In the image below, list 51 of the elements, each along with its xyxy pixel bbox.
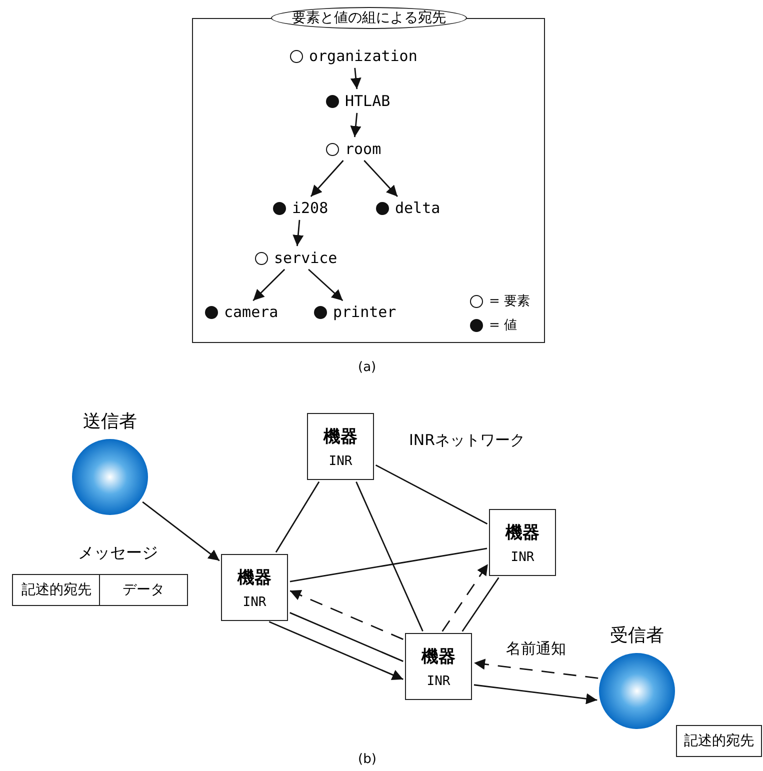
connector-line: [275, 481, 320, 553]
node-heading: 送信者: [83, 410, 137, 434]
legend-label: = 要素: [489, 293, 530, 310]
box-title: 機器: [238, 566, 272, 588]
tree-node-label: delta: [395, 199, 440, 217]
box-label: INR: [328, 454, 352, 468]
legend-label: = 値: [489, 317, 518, 334]
tree-node-label: printer: [333, 303, 396, 321]
box-title: 機器: [422, 646, 456, 668]
arrow: [364, 160, 398, 197]
arrow: [308, 268, 344, 302]
connector-line: [290, 612, 404, 662]
box-title: 機器: [506, 522, 540, 544]
device-box: [221, 554, 288, 621]
tree-node-label: HTLAB: [345, 92, 390, 110]
arrow: [142, 501, 220, 562]
arrow: [442, 564, 488, 632]
message-field: 記述的宛先: [676, 725, 762, 757]
connector-line: [356, 482, 424, 632]
tree-node-label: room: [345, 140, 382, 158]
arrow: [290, 590, 404, 640]
tree-node-label: i208: [292, 199, 328, 217]
message-field: 記述的宛先: [12, 574, 101, 606]
connector-line: [462, 577, 500, 632]
device-box: [489, 509, 556, 576]
connector-line: [290, 548, 488, 582]
node-heading: 受信者: [610, 624, 664, 648]
arrow: [350, 68, 362, 90]
device-box: [307, 413, 374, 480]
tree-node-label: camera: [224, 303, 278, 321]
arrow: [268, 621, 404, 680]
arrow: [474, 658, 598, 679]
box-label: INR: [242, 594, 266, 610]
box-title: 機器: [324, 426, 358, 448]
panel-caption: (b): [358, 752, 376, 767]
diagram-label: メッセージ: [78, 543, 158, 564]
box-label: INR: [426, 674, 450, 688]
arrow: [292, 220, 304, 246]
arrow: [474, 684, 598, 704]
arrow: [252, 268, 286, 302]
tree-node-label: organization: [309, 47, 418, 65]
panel-caption: (a): [358, 360, 376, 375]
tree-node-label: service: [274, 249, 338, 267]
diagram-label: INRネットワーク: [409, 431, 526, 450]
arrow: [350, 112, 362, 138]
arrow: [310, 160, 344, 197]
frame-title: 要素と値の組による宛先: [271, 7, 467, 29]
box-label: INR: [510, 550, 534, 564]
device-box: [405, 633, 472, 700]
message-field: データ: [99, 574, 188, 606]
connector-line: [375, 464, 488, 525]
